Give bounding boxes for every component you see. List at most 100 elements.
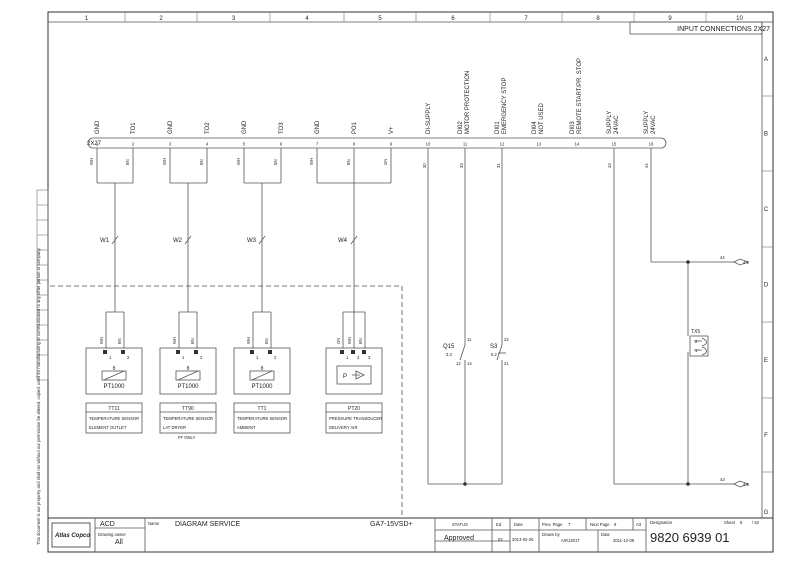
designation: 9820 6939 01	[650, 530, 730, 545]
column-number: 6	[451, 16, 455, 22]
column-number: 10	[736, 16, 743, 22]
row-letter: D	[764, 283, 769, 289]
svg-text:Date: Date	[601, 532, 611, 537]
svg-text:8: 8	[740, 520, 743, 525]
connector-pin: 12	[500, 142, 505, 147]
row-letter: F	[764, 433, 768, 439]
connector-signal: DI-SUPPLY	[426, 103, 432, 134]
svg-text:33: 33	[459, 163, 464, 168]
svg-text:4.5: 4.5	[743, 260, 749, 265]
dashed-boundary	[50, 285, 403, 518]
svg-text:WH: WH	[246, 337, 251, 344]
connector-pin: 1	[96, 142, 99, 147]
connector-pin: 8	[353, 142, 356, 147]
svg-text:BN: BN	[117, 338, 122, 344]
connector-pin: 7	[316, 142, 319, 147]
svg-text:14: 14	[467, 361, 472, 366]
svg-text:Designation: Designation	[650, 520, 673, 525]
svg-text:LAT DRYER: LAT DRYER	[163, 425, 186, 430]
svg-text:2: 2	[127, 355, 130, 360]
svg-text:12: 12	[456, 361, 461, 366]
svg-text:ACD: ACD	[100, 521, 115, 528]
svg-text:1: 1	[695, 348, 698, 353]
sheet-title-box	[629, 21, 763, 35]
svg-text:TT1: TT1	[258, 406, 267, 412]
connector-pin: 6	[280, 142, 283, 147]
svg-text:31: 31	[496, 163, 501, 168]
svg-text:1: 1	[182, 355, 185, 360]
connector-pin: 3	[169, 142, 172, 147]
svg-text:1: 1	[256, 355, 259, 360]
svg-text:TT11: TT11	[108, 406, 120, 412]
theta-icon: θ	[261, 366, 264, 372]
connector-signal: GND	[242, 120, 248, 134]
svg-text:24VAC: 24VAC	[614, 115, 620, 134]
svg-text:DELIVERY AIR: DELIVERY AIR	[329, 425, 357, 430]
theta-icon: θ	[187, 366, 190, 372]
svg-text:BN: BN	[346, 159, 351, 165]
svg-text:Date: Date	[514, 522, 524, 527]
svg-text:GND: GND	[95, 120, 101, 134]
svg-text:TT90: TT90	[182, 406, 194, 412]
svg-text:DI02: DI02	[458, 121, 464, 134]
connector-signal: TO2	[205, 122, 211, 134]
svg-text:PT1000: PT1000	[177, 384, 199, 390]
svg-text:WH: WH	[162, 158, 167, 165]
cable-w3: W3	[247, 238, 257, 244]
column-number: 9	[668, 16, 672, 22]
drawing-border	[47, 11, 774, 553]
connector-strip	[87, 137, 667, 149]
svg-text:PO1: PO1	[352, 121, 358, 134]
column-number: 5	[378, 16, 382, 22]
svg-text:TO2: TO2	[205, 122, 211, 134]
arrow-left-icon	[733, 258, 750, 266]
svg-text:WH: WH	[172, 337, 177, 344]
svg-text:STATUS: STATUS	[452, 522, 468, 527]
svg-text:TO3: TO3	[279, 122, 285, 134]
svg-text:GND: GND	[315, 120, 321, 134]
connector-signal: PO1	[352, 121, 358, 134]
svg-text:All: All	[115, 539, 123, 546]
svg-text:2: 2	[200, 355, 203, 360]
svg-text:BN: BN	[190, 338, 195, 344]
svg-text:Name: Name	[148, 521, 160, 526]
connector-pin: 4	[206, 142, 209, 147]
column-number: 1	[85, 16, 89, 22]
svg-text:Drawn by: Drawn by	[542, 532, 561, 537]
svg-text:24VAC: 24VAC	[651, 115, 657, 134]
svg-text:BN: BN	[358, 338, 363, 344]
column-ticks	[124, 12, 707, 22]
svg-text:BN: BN	[199, 159, 204, 165]
connector-pin: 5	[243, 142, 246, 147]
svg-text:SUPPLY: SUPPLY	[607, 111, 613, 134]
row-letter: A	[764, 57, 768, 63]
svg-text:DI01: DI01	[495, 121, 501, 134]
connector-pin: 16	[649, 142, 654, 147]
sensor-harness	[96, 148, 392, 348]
svg-text:PRESSURE TRANSDUCER: PRESSURE TRANSDUCER	[329, 416, 382, 421]
margin-note: This document is our property and shall …	[36, 248, 41, 545]
svg-text:BN: BN	[125, 159, 130, 165]
model: GA7-15VSD+	[370, 521, 413, 528]
title-block	[48, 517, 773, 552]
connector-signal: GND	[95, 120, 101, 134]
svg-text:PT1000: PT1000	[251, 384, 273, 390]
svg-text:TO1: TO1	[131, 122, 137, 134]
column-number: 3	[232, 16, 236, 22]
column-number: 8	[596, 16, 600, 22]
svg-text:9: 9	[614, 522, 617, 527]
svg-text:GND: GND	[168, 120, 174, 134]
svg-text:Next Page: Next Page	[590, 522, 610, 527]
svg-text:DI-SUPPLY: DI-SUPPLY	[426, 103, 432, 134]
svg-text:TEMPERATURE SENSOR: TEMPERATURE SENSOR	[163, 416, 213, 421]
svg-text:V+: V+	[389, 126, 395, 134]
di-circuit: 30 33 31 43 44	[422, 148, 649, 486]
